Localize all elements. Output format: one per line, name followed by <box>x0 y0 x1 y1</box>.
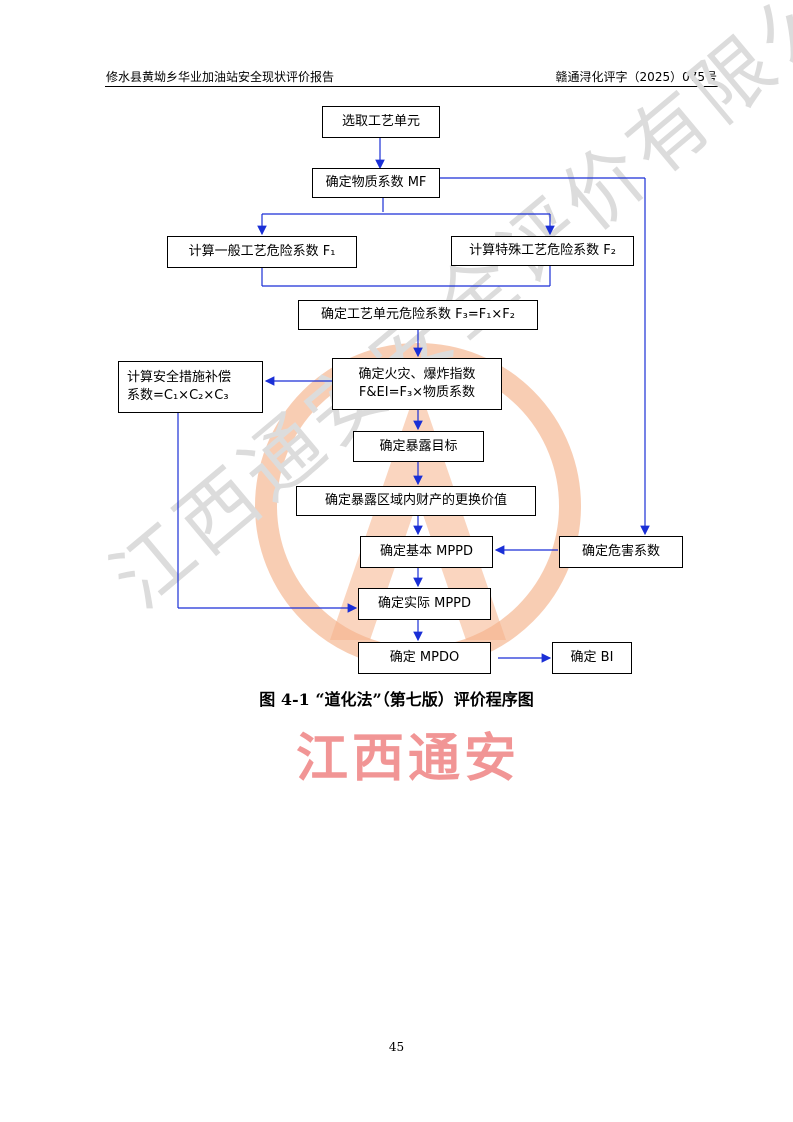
page-number: 45 <box>388 1040 405 1054</box>
box-mpdo: 确定 MPDO <box>358 642 491 674</box>
watermark-text: 江西通安 <box>296 729 521 789</box>
figure-caption: 图 4-1 “道化法”（第七版）评价程序图 <box>259 690 534 709</box>
box-exposure-target: 确定暴露目标 <box>353 431 484 462</box>
header-title: 修水县黄坳乡华业加油站安全现状评价报告 <box>106 70 335 84</box>
safety-line-2: 系数=C₁×C₂×C₃ <box>127 388 229 403</box>
header-divider <box>105 86 718 87</box>
box-replacement-value: 确定暴露区域内财产的更换价值 <box>296 486 536 516</box>
safety-line-1: 计算安全措施补偿 <box>127 370 232 386</box>
box-actual-mppd: 确定实际 MPPD <box>358 588 491 620</box>
box-special-hazard: 计算特殊工艺危险系数 F₂ <box>451 236 634 266</box>
box-bi: 确定 BI <box>552 642 632 674</box>
box-general-hazard: 计算一般工艺危险系数 F₁ <box>167 236 357 268</box>
fei-line-1: 确定火灾、爆炸指数 <box>358 367 476 383</box>
box-safety-compensation: 计算安全措施补偿 系数=C₁×C₂×C₃ <box>118 361 263 413</box>
fei-line-2: F&EI=F₃×物质系数 <box>358 385 476 400</box>
box-select-unit: 选取工艺单元 <box>322 106 440 138</box>
header-report-number: 赣通浔化评字（2025）075号 <box>555 70 717 84</box>
box-unit-hazard: 确定工艺单元危险系数 F₃=F₁×F₂ <box>298 300 538 330</box>
box-base-mppd: 确定基本 MPPD <box>360 536 493 568</box>
box-material-factor: 确定物质系数 MF <box>312 168 440 198</box>
box-fire-explosion-index: 确定火灾、爆炸指数 F&EI=F₃×物质系数 <box>332 358 502 410</box>
box-damage-factor: 确定危害系数 <box>559 536 683 568</box>
